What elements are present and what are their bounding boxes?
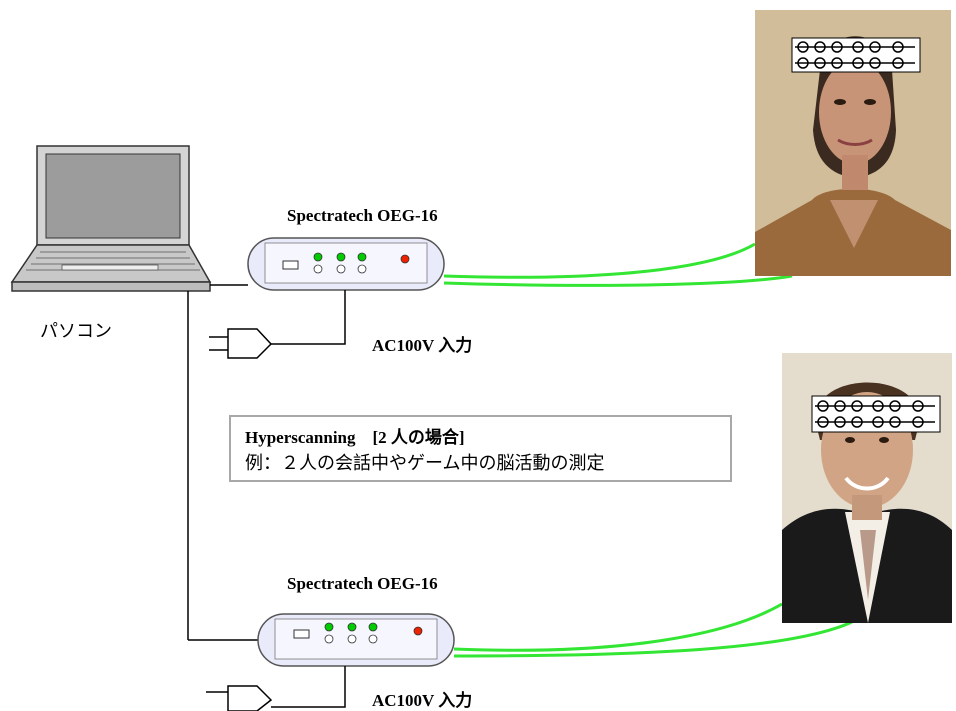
power-plug-icon-1 bbox=[209, 290, 346, 359]
device-2-title: Spectratech OEG-16 bbox=[287, 574, 438, 593]
probe-holder-1 bbox=[791, 37, 921, 73]
info-title: Hyperscanning [2 人の場合] bbox=[245, 428, 465, 447]
pc-label: パソコン bbox=[40, 321, 112, 342]
probe-holder-2 bbox=[811, 395, 941, 433]
device-1-power-label: AC100V 入力 bbox=[372, 336, 473, 355]
power-plug-icon-2 bbox=[206, 666, 346, 711]
oeg16-device-2 bbox=[257, 613, 455, 667]
hyperscanning-info-box: Hyperscanning [2 人の場合] 例：２人の会話中やゲーム中の脳活動… bbox=[229, 415, 732, 482]
laptop-icon bbox=[10, 145, 212, 292]
info-description: 例：２人の会話中やゲーム中の脳活動の測定 bbox=[245, 453, 605, 474]
man-photo bbox=[782, 353, 952, 623]
fiber-cables bbox=[443, 242, 853, 658]
pc-cables bbox=[187, 284, 258, 641]
device-1-title: Spectratech OEG-16 bbox=[287, 206, 438, 225]
device-2-power-label: AC100V 入力 bbox=[372, 691, 473, 710]
oeg16-device-1 bbox=[247, 237, 445, 291]
